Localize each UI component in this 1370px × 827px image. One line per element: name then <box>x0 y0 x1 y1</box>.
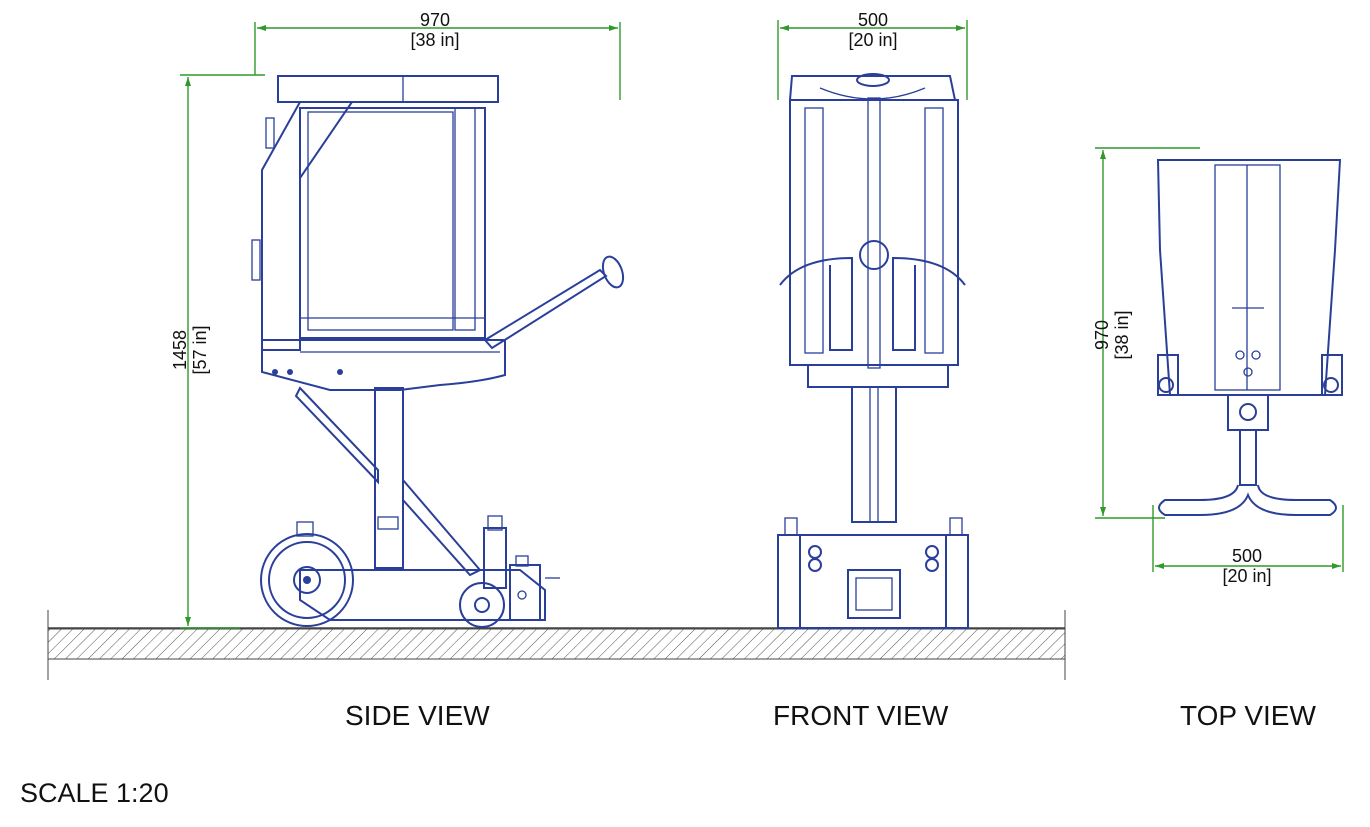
top-depth-in: [38 in] <box>1112 310 1132 360</box>
side-height-mm: 1458 <box>170 329 190 371</box>
side-width-in: [38 in] <box>410 30 460 50</box>
side-width-label: 970 [38 in] <box>405 10 465 50</box>
side-height-dimension <box>180 74 265 629</box>
side-view-title: SIDE VIEW <box>345 700 490 731</box>
front-width-in: [20 in] <box>848 30 898 50</box>
top-view-title: TOP VIEW <box>1180 700 1316 731</box>
side-height-in: [57 in] <box>190 325 210 375</box>
front-width-label: 500 [20 in] <box>843 10 903 50</box>
floor-ground <box>47 610 1066 680</box>
top-depth-label: 970 [38 in] <box>1092 295 1132 375</box>
front-view-title: FRONT VIEW <box>773 700 949 731</box>
side-width-mm: 970 <box>419 10 451 30</box>
side-view-lift <box>251 75 625 628</box>
side-height-label: 1458 [57 in] <box>170 310 210 390</box>
top-width-in: [20 in] <box>1222 566 1272 586</box>
top-view-lift <box>1156 159 1343 516</box>
scale-label: SCALE 1:20 <box>20 778 169 808</box>
side-width-dimension <box>254 22 621 100</box>
top-width-label: 500 [20 in] <box>1217 546 1277 586</box>
front-width-dimension <box>777 20 968 100</box>
top-width-dimension <box>1152 505 1344 572</box>
top-width-mm: 500 <box>1231 546 1263 566</box>
top-depth-mm: 970 <box>1092 319 1112 351</box>
front-view-lift <box>777 73 969 629</box>
front-width-mm: 500 <box>857 10 889 30</box>
